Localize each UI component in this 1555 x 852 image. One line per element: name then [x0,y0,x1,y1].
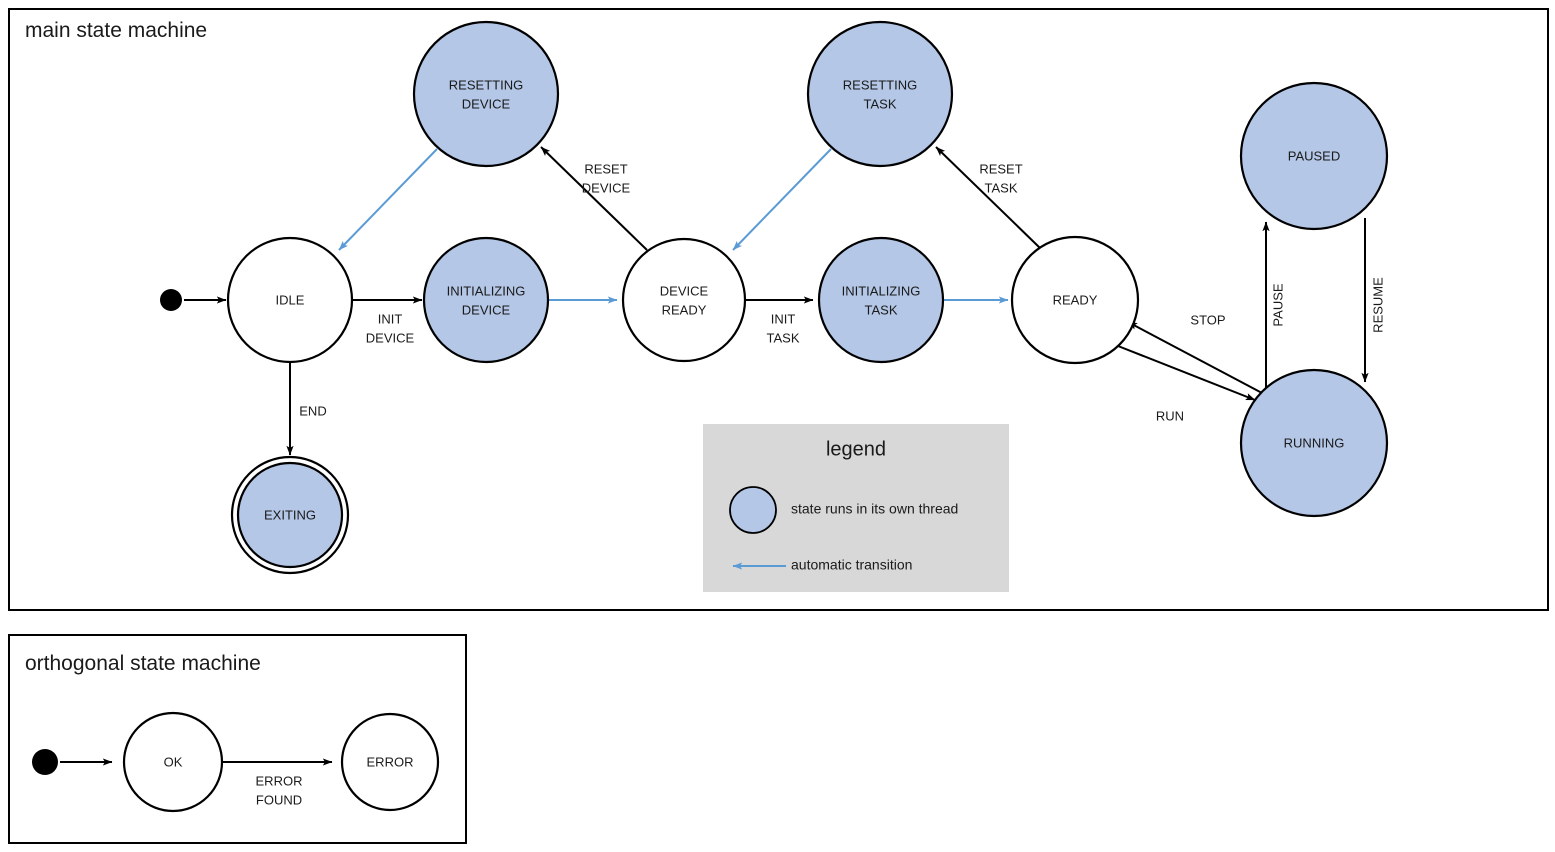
state-node-device-ready[interactable]: DEVICE READY [621,237,747,363]
state-node-paused[interactable]: PAUSED [1239,81,1389,231]
state-node-resetting-task[interactable]: RESETTING TASK [806,20,954,168]
state-circle-device-ready[interactable] [621,237,747,363]
edge-label-run: RUN [1156,408,1184,423]
edge-label-init-task-line1: INIT [771,311,796,326]
edge-label-reset-task-line1: RESET [979,161,1022,176]
legend-title: legend [826,438,886,460]
state-node-running[interactable]: RUNNING [1239,368,1389,518]
initial-state-dot-orthogonal [32,749,58,775]
main-states: IDLE RESETTING DEVICE INITIALIZING DEVIC… [160,20,1389,575]
edge-device-ready-to-resetting-device [540,146,648,251]
legend-item-label-auto-transition: automatic transition [791,557,912,573]
main-frame-title: main state machine [25,19,207,42]
state-label-resetting-device-line2: DEVICE [462,96,511,111]
state-label-running: RUNNING [1284,435,1345,450]
edge-label-error-found-line2: FOUND [256,792,302,807]
edge-label-reset-task-line2: TASK [985,180,1018,195]
edge-label-init-task-line2: TASK [767,330,800,345]
edge-label-resume: RESUME [1370,277,1385,333]
state-circle-ok[interactable] [122,711,224,813]
edge-label-init-device-line1: INIT [378,311,403,326]
state-label-initializing-task-line2: TASK [865,302,898,317]
edge-ready-to-resetting-task [935,146,1041,249]
state-label-idle: IDLE [276,292,305,307]
edge-label-stop: STOP [1190,312,1225,327]
edge-resetting-device-to-idle [338,148,438,251]
orthogonal-states: OK ERROR [32,711,440,813]
state-label-device-ready-line1: DEVICE [660,283,709,298]
legend-thread-state-circle-icon [729,486,777,534]
state-node-resetting-device[interactable]: RESETTING DEVICE [412,20,560,168]
state-node-idle[interactable]: IDLE [226,236,354,364]
state-label-exiting: EXITING [264,507,316,522]
state-circle-running[interactable] [1239,368,1389,518]
state-node-ready[interactable]: READY [1010,235,1140,365]
state-circle-initializing-device[interactable] [422,236,550,364]
state-label-resetting-device-line1: RESETTING [449,77,523,92]
state-label-device-ready-line2: READY [662,302,707,317]
state-circle-resetting-task[interactable] [806,20,954,168]
edge-label-error-found-line1: ERROR [256,773,303,788]
state-label-error: ERROR [367,754,414,769]
initial-state-dot-main [160,289,182,311]
state-label-ok: OK [164,754,183,769]
edge-label-reset-device-line2: DEVICE [582,180,631,195]
state-label-initializing-task-line1: INITIALIZING [842,283,921,298]
edge-label-end: END [299,403,326,418]
state-circle-initializing-task[interactable] [817,236,945,364]
orthogonal-frame-title: orthogonal state machine [25,652,261,675]
legend-panel: legend state runs in its own thread auto… [703,424,1009,592]
state-circle-idle[interactable] [226,236,354,364]
state-circle-ready[interactable] [1010,235,1140,365]
edge-label-reset-device-line1: RESET [584,161,627,176]
state-node-ok[interactable]: OK [122,711,224,813]
state-node-initializing-task[interactable]: INITIALIZING TASK [817,236,945,364]
edge-running-to-ready [1127,321,1263,394]
edge-ready-to-running [1117,345,1256,401]
state-node-exiting[interactable]: EXITING [230,455,350,575]
state-label-resetting-task-line1: RESETTING [843,77,917,92]
state-label-resetting-task-line2: TASK [864,96,897,111]
edge-resetting-task-to-device-ready [732,148,832,251]
legend-item-label-thread-state: state runs in its own thread [791,501,958,517]
state-circle-paused[interactable] [1239,81,1389,231]
orthogonal-transitions: ERROR FOUND [60,758,333,807]
state-label-initializing-device-line2: DEVICE [462,302,511,317]
state-node-error[interactable]: ERROR [340,712,440,812]
state-circle-error[interactable] [340,712,440,812]
main-transitions: INIT DEVICE END RESET DEVICE INIT TASK [184,146,1385,456]
state-circle-resetting-device[interactable] [412,20,560,168]
state-node-initializing-device[interactable]: INITIALIZING DEVICE [422,236,550,364]
state-label-initializing-device-line1: INITIALIZING [447,283,526,298]
state-label-paused: PAUSED [1288,148,1341,163]
state-label-ready: READY [1053,292,1098,307]
edge-label-init-device-line2: DEVICE [366,330,415,345]
edge-label-pause: PAUSE [1270,283,1285,326]
state-circle-exiting[interactable] [236,461,344,569]
